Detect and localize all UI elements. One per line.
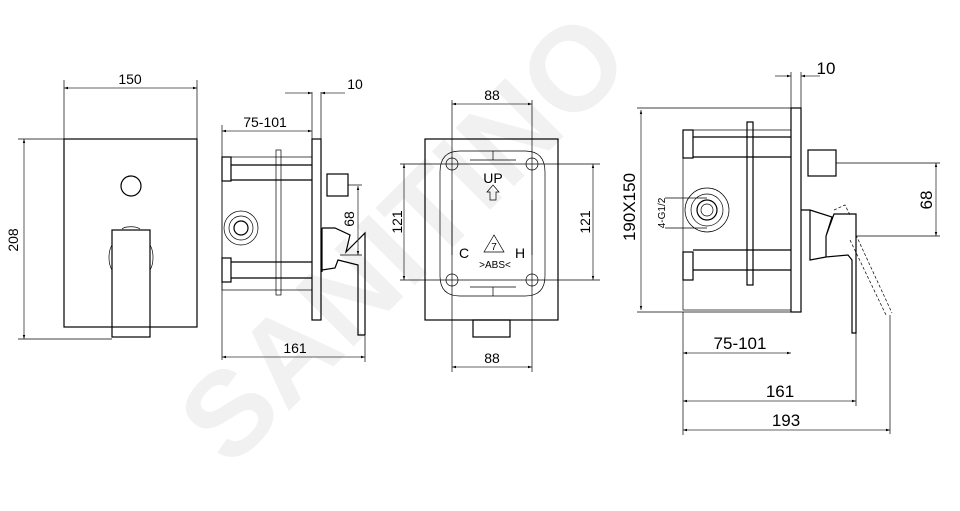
recycle-code: 7 <box>491 242 497 253</box>
dim-left-spacing: 121 <box>389 210 405 234</box>
dim-depth-detail: 75-101 <box>714 334 767 353</box>
dim-total-detail: 193 <box>772 411 800 430</box>
dim-plate: 10 <box>347 76 363 92</box>
dim-right-spacing: 121 <box>577 210 593 234</box>
plate <box>790 107 802 313</box>
front-view: 150 208 <box>5 71 198 340</box>
dim-depth: 75-101 <box>243 114 287 130</box>
dim-spout-offset: 68 <box>341 211 357 227</box>
dim-total: 161 <box>283 340 307 356</box>
connection-label: 4-G1/2 <box>657 197 668 228</box>
diverter-button <box>120 175 142 197</box>
cold-label: C <box>459 245 469 261</box>
dim-spout-offset-detail: 68 <box>917 191 936 210</box>
dim-width: 150 <box>118 71 142 87</box>
cover-plate <box>63 138 198 328</box>
dim-plate-size: 190X150 <box>620 173 639 241</box>
spout <box>807 149 837 177</box>
dim-top-spacing: 88 <box>484 87 500 103</box>
recycle-icon <box>483 234 505 253</box>
up-arrow-icon <box>486 184 500 201</box>
spout <box>326 173 349 197</box>
dim-handle-depth: 161 <box>766 382 794 401</box>
back-view: 88 88 121 121 UP C H 7 >ABS< <box>389 87 600 372</box>
dim-height: 208 <box>5 228 21 252</box>
side-view: 10 75-101 68 161 <box>221 76 366 362</box>
up-label: UP <box>483 170 502 186</box>
dim-plate-detail: 10 <box>817 59 836 78</box>
handle <box>111 229 151 338</box>
material-label: >ABS< <box>479 260 511 271</box>
hot-label: H <box>515 245 525 261</box>
detail-side-view: 10 190X150 4-G1/2 68 75-101 161 193 <box>620 59 940 435</box>
dim-bottom-spacing: 88 <box>484 350 500 366</box>
